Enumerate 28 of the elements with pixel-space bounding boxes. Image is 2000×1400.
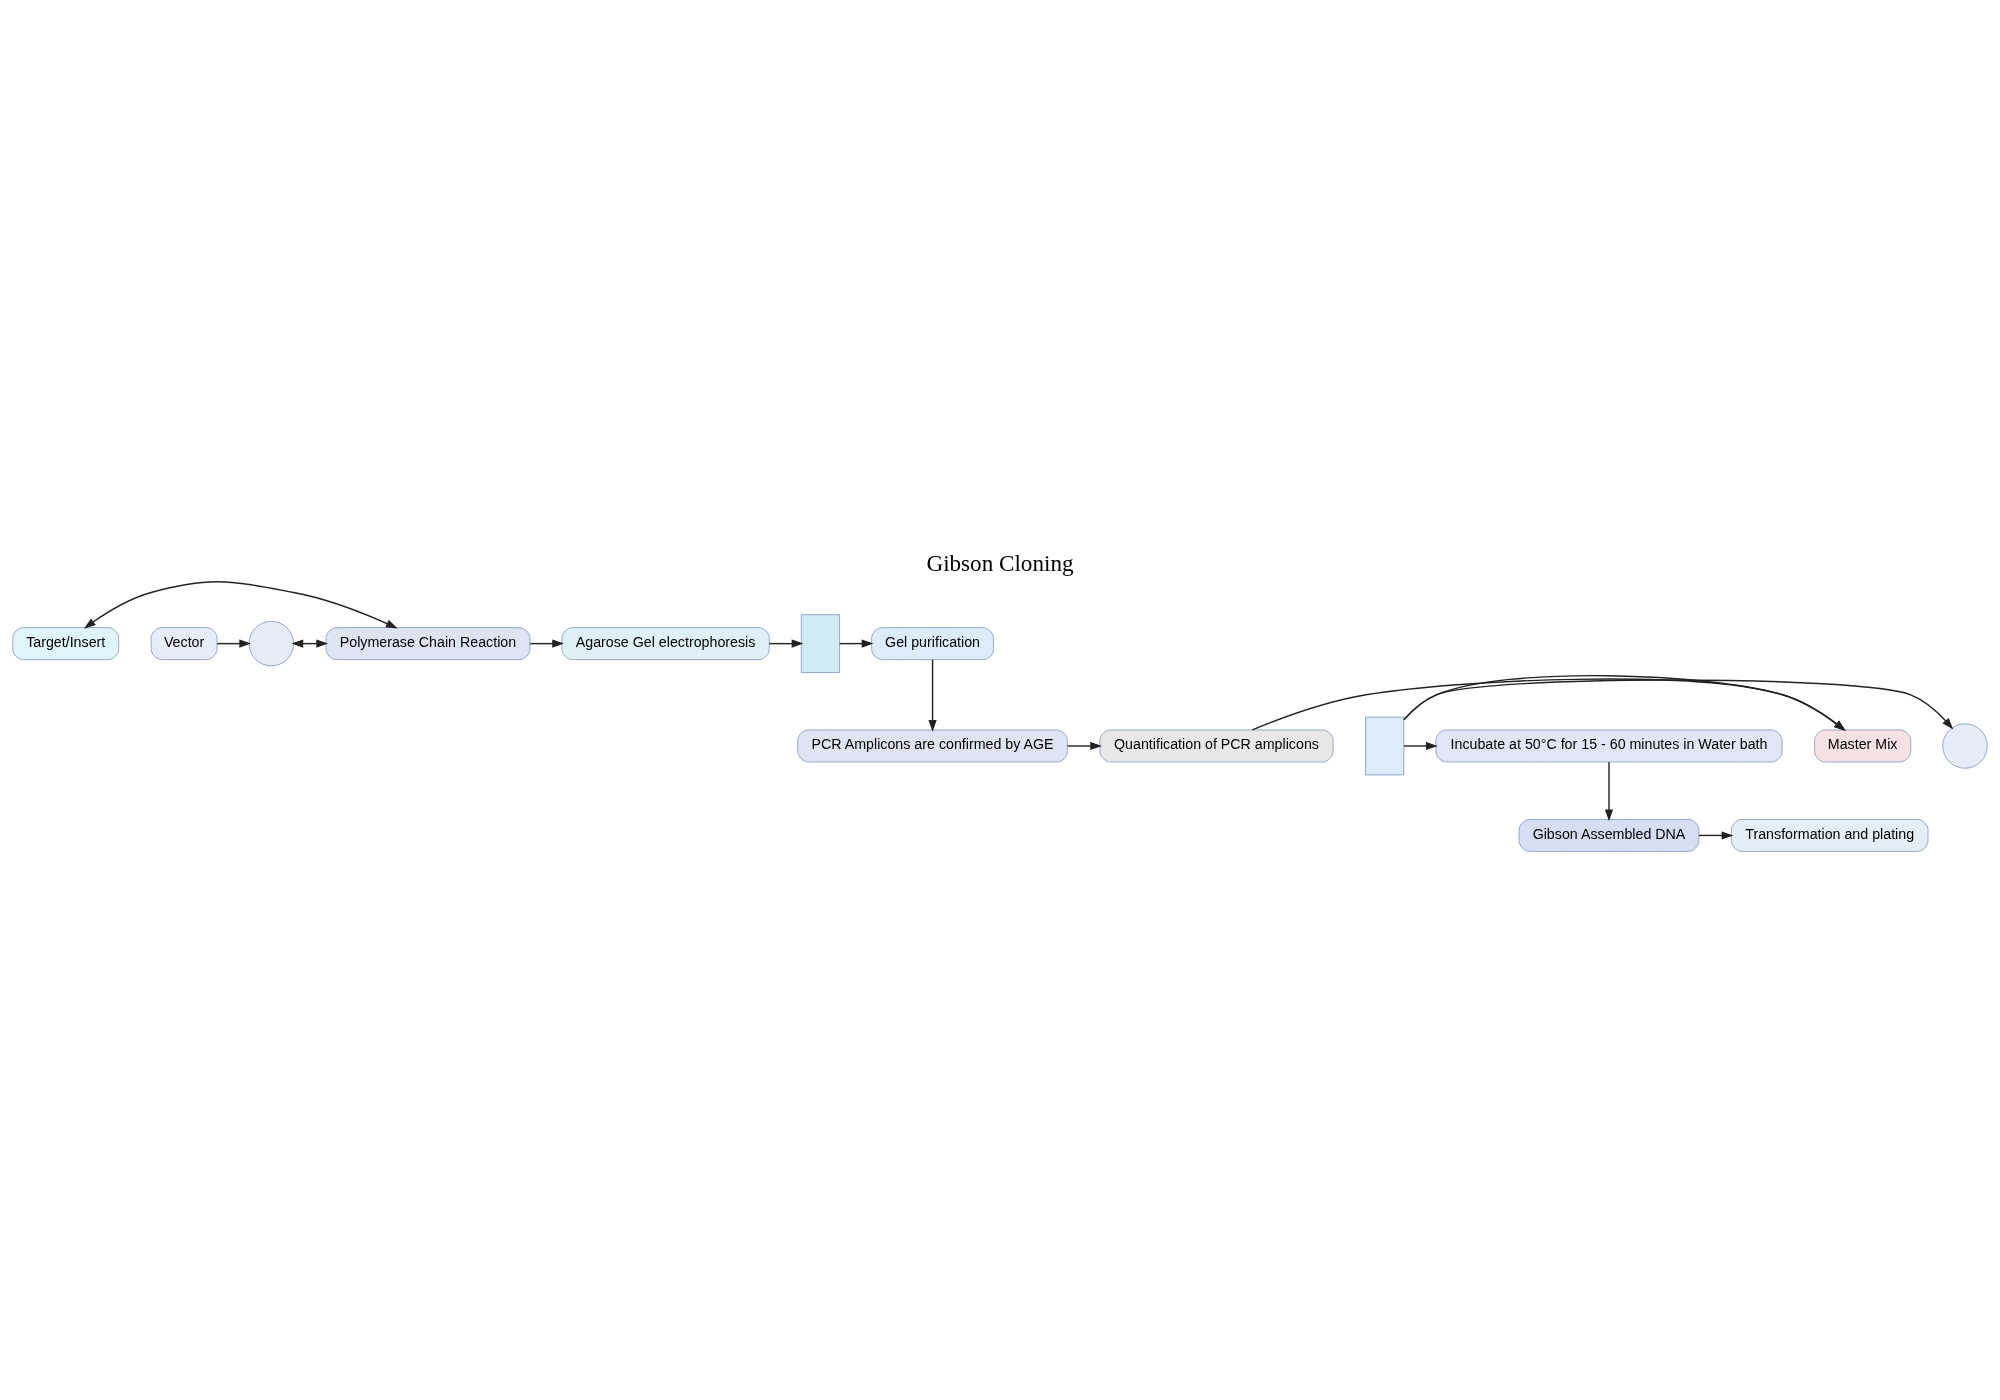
node-box: Gel purification xyxy=(871,627,994,661)
node-circle xyxy=(1942,723,1988,769)
arrow xyxy=(1403,675,1846,732)
node-circle xyxy=(248,620,294,667)
arrow xyxy=(529,639,564,648)
arrow xyxy=(1604,761,1614,822)
arrow xyxy=(1698,831,1734,840)
node-box: Quantification of PCR amplicons xyxy=(1099,729,1334,763)
node-box: Agarose Gel electrophoresis xyxy=(561,627,770,661)
node-box: Gibson Assembled DNA xyxy=(1518,818,1700,852)
node-box: Transformation and plating xyxy=(1730,818,1929,852)
node-box: Incubate at 50°C for 15 - 60 minutes in Water bath xyxy=(1435,729,1783,763)
node-box: Master Mix xyxy=(1814,729,1912,763)
arrow xyxy=(216,639,251,648)
node-box: Vector xyxy=(150,627,218,661)
diagram-title: Gibson Cloning xyxy=(926,549,1074,576)
arrow xyxy=(1251,678,1846,732)
arrow xyxy=(1066,741,1103,751)
node-box: Target/Insert xyxy=(12,627,120,661)
arrow xyxy=(928,659,937,732)
node-box xyxy=(800,614,841,673)
node-box xyxy=(1365,716,1405,776)
arrow xyxy=(1403,741,1438,751)
node-box: Polymerase Chain Reaction xyxy=(325,627,531,661)
arrow xyxy=(83,581,398,629)
arrow xyxy=(768,639,804,648)
arrow xyxy=(839,639,874,648)
node-box: PCR Amplicons are confirmed by AGE xyxy=(797,729,1068,763)
